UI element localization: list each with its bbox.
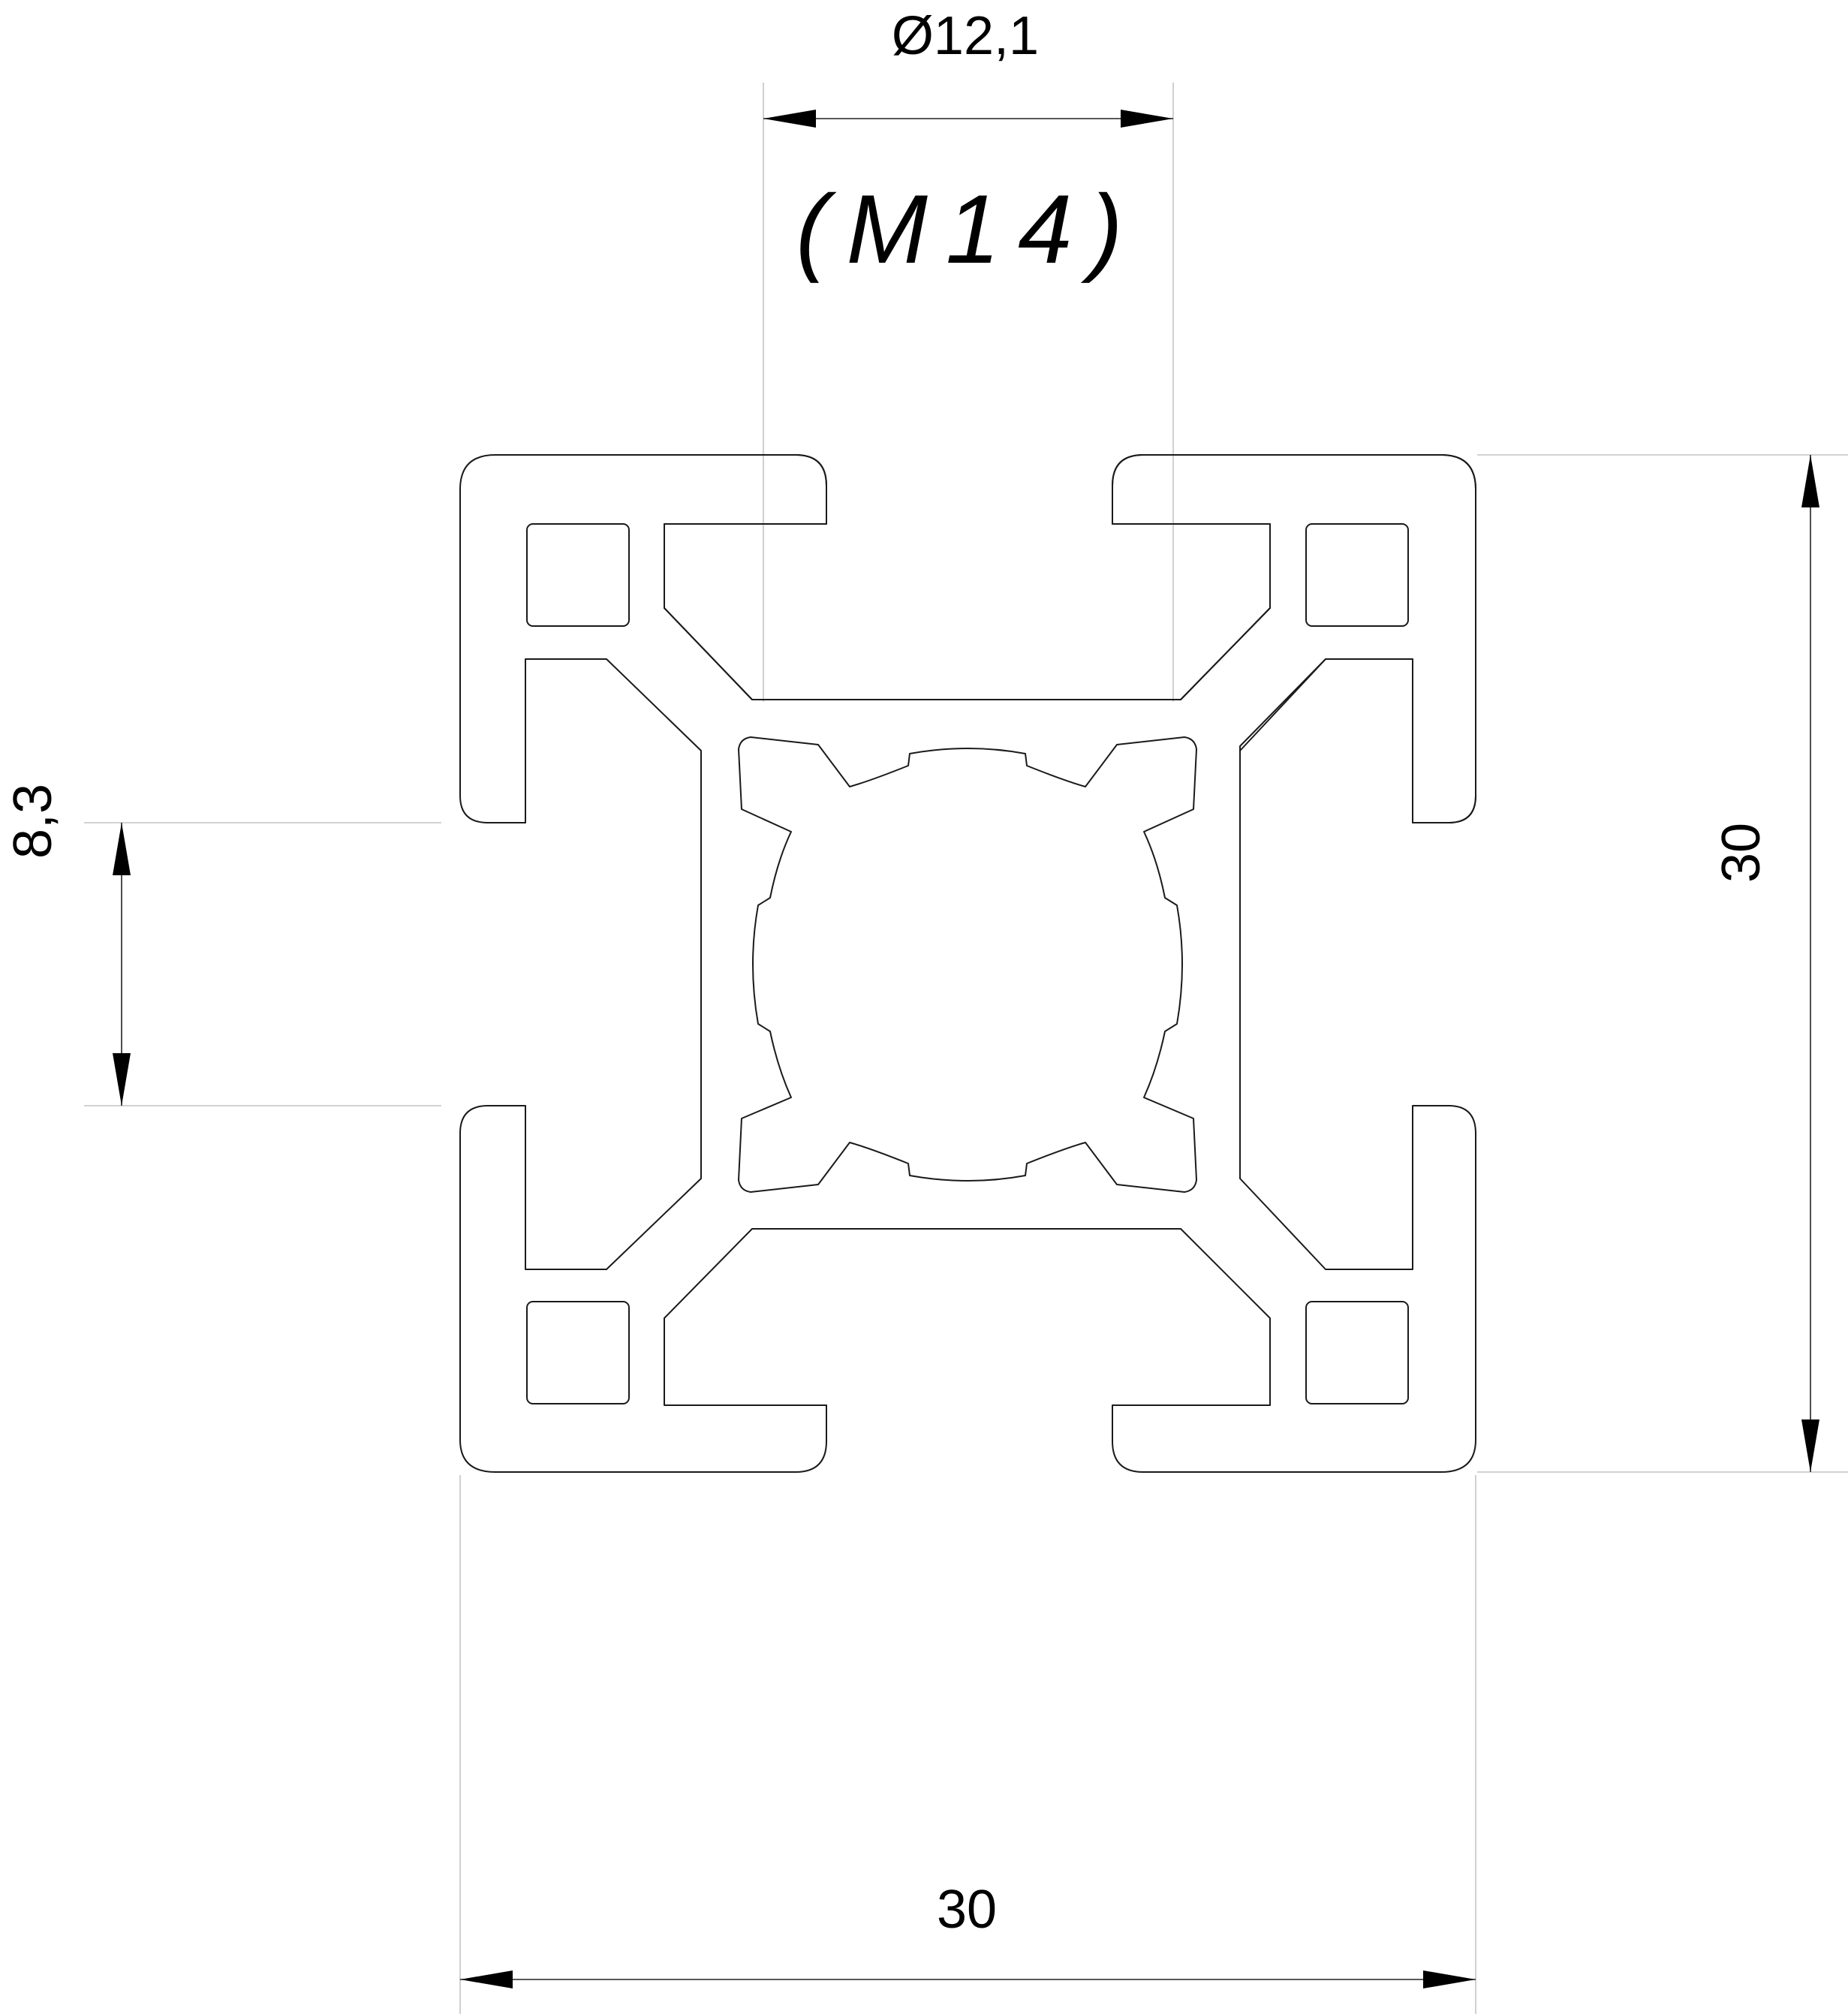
dimension-slot-width: 8,3	[3, 784, 131, 1106]
dimension-profile-height: 30	[1711, 455, 1819, 1472]
profile-width-label: 30	[937, 1880, 997, 1940]
profile-cross-section	[459, 454, 1476, 1473]
cavity-top-left	[526, 523, 630, 627]
cavity-bottom-right	[1305, 1301, 1409, 1404]
outer-boundary	[459, 454, 1476, 1473]
cavity-top-right	[1305, 523, 1409, 627]
bore-diameter-label: Ø12,1	[892, 6, 1039, 66]
central-bore	[738, 736, 1197, 1193]
profile-height-label: 30	[1711, 823, 1771, 883]
dimension-profile-width: 30	[460, 1880, 1476, 1988]
dimension-bore-diameter: Ø12,1 (M14)	[763, 6, 1173, 284]
thread-size-label: (M14)	[796, 174, 1140, 284]
slot-width-label: 8,3	[3, 784, 63, 859]
extension-lines	[84, 83, 1848, 2014]
cavity-bottom-left	[526, 1301, 630, 1404]
outer-contour	[495, 454, 1476, 856]
